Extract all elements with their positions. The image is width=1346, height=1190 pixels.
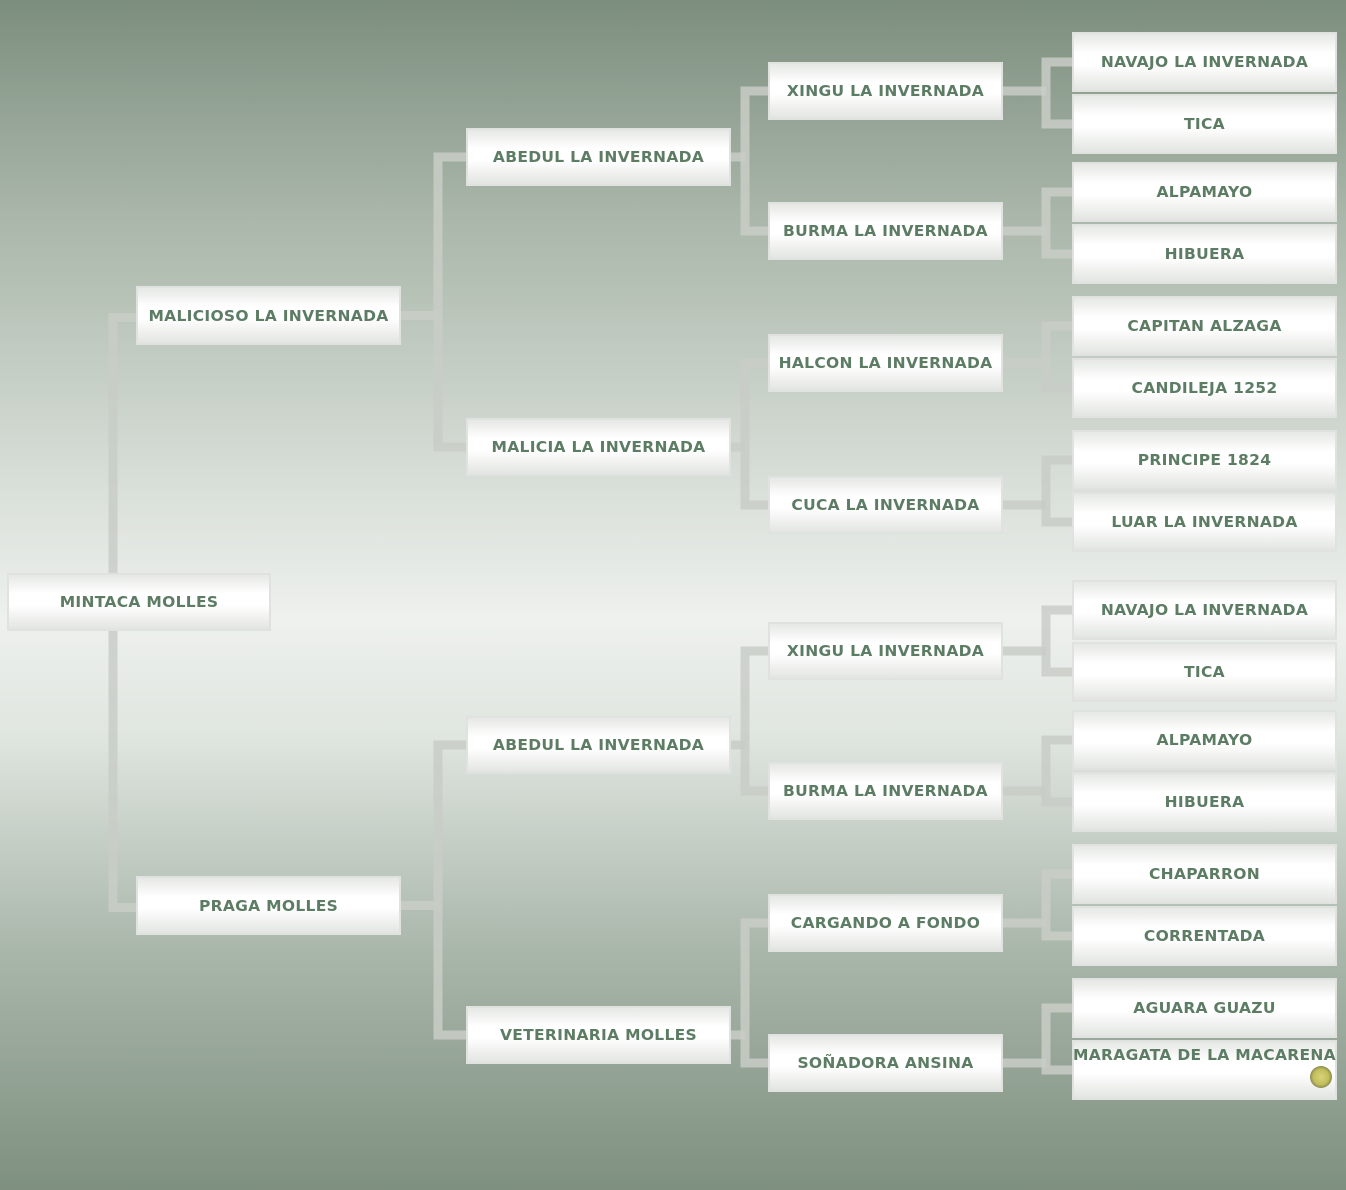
connector [1041,735,1072,807]
horse-name: TICA [1184,115,1225,133]
horse-name: MALICIA LA INVERNADA [491,438,706,456]
horse-name: XINGU LA INVERNADA [786,82,985,100]
horse-name: HALCON LA INVERNADA [778,354,993,372]
sire-box[interactable]: MALICIOSO LA INVERNADA [136,286,401,345]
connector [1041,187,1072,259]
grandparent-box[interactable]: ABEDUL LA INVERNADA [466,128,731,186]
horse-name: NAVAJO LA INVERNADA [1100,601,1309,619]
great-grandparent-box[interactable]: HALCON LA INVERNADA [768,334,1003,392]
horse-name: CUCA LA INVERNADA [791,496,980,514]
great-great-grandparent-box[interactable]: ALPAMAYO [1072,162,1337,222]
horse-name: HIBUERA [1164,793,1245,811]
great-grandparent-box[interactable]: CARGANDO A FONDO [768,894,1003,952]
grandparent-box[interactable]: VETERINARIA MOLLES [466,1006,731,1064]
horse-name: PRAGA MOLLES [198,896,339,915]
great-great-grandparent-box[interactable]: TICA [1072,94,1337,154]
connector [740,646,768,796]
horse-name: BURMA LA INVERNADA [783,782,988,800]
connector [433,152,466,452]
great-great-grandparent-box[interactable]: PRINCIPE 1824 [1072,430,1337,490]
great-grandparent-box[interactable]: XINGU LA INVERNADA [768,622,1003,680]
connector [1041,57,1072,129]
subject-box[interactable]: MINTACA MOLLES [7,573,271,631]
great-great-grandparent-box[interactable]: CHAPARRON [1072,844,1337,904]
grandparent-box[interactable]: MALICIA LA INVERNADA [466,418,731,476]
great-great-grandparent-box[interactable]: CAPITAN ALZAGA [1072,296,1337,356]
horse-name: XINGU LA INVERNADA [786,642,985,660]
connector [1041,869,1072,941]
great-great-grandparent-box[interactable]: AGUARA GUAZU [1072,978,1337,1038]
horse-name: CHAPARRON [1149,865,1260,883]
connector [1041,1003,1072,1075]
seal-icon [1310,1066,1332,1088]
connector [1041,321,1072,393]
connector [1041,605,1072,677]
dam-box[interactable]: PRAGA MOLLES [136,876,401,935]
horse-name: CORRENTADA [1143,927,1266,945]
great-great-grandparent-box[interactable]: HIBUERA [1072,772,1337,832]
great-grandparent-box[interactable]: BURMA LA INVERNADA [768,762,1003,820]
great-great-grandparent-box[interactable]: MARAGATA DE LA MACARENA [1072,1040,1337,1100]
great-grandparent-box[interactable]: SOÑADORA ANSINA [768,1034,1003,1092]
horse-name: MARAGATA DE LA MACARENA [1073,1046,1336,1064]
horse-name: MALICIOSO LA INVERNADA [148,306,389,325]
great-great-grandparent-box[interactable]: HIBUERA [1072,224,1337,284]
great-great-grandparent-box[interactable]: NAVAJO LA INVERNADA [1072,32,1337,92]
horse-name: VETERINARIA MOLLES [499,1026,697,1044]
horse-name: CARGANDO A FONDO [790,914,981,932]
horse-name: PRINCIPE 1824 [1137,451,1272,469]
great-grandparent-box[interactable]: CUCA LA INVERNADA [768,476,1003,534]
horse-name: ABEDUL LA INVERNADA [492,736,705,754]
horse-name: NAVAJO LA INVERNADA [1100,53,1309,71]
connector [1041,455,1072,527]
connector [740,86,768,236]
horse-name: MINTACA MOLLES [59,593,219,611]
horse-name: ALPAMAYO [1156,183,1253,201]
horse-name: SOÑADORA ANSINA [797,1054,974,1072]
horse-name: CAPITAN ALZAGA [1127,317,1282,335]
horse-name: LUAR LA INVERNADA [1111,513,1298,531]
great-great-grandparent-box[interactable]: ALPAMAYO [1072,710,1337,770]
great-great-grandparent-box[interactable]: CORRENTADA [1072,906,1337,966]
horse-name: BURMA LA INVERNADA [783,222,988,240]
great-grandparent-box[interactable]: XINGU LA INVERNADA [768,62,1003,120]
great-great-grandparent-box[interactable]: TICA [1072,642,1337,702]
horse-name: HIBUERA [1164,245,1245,263]
horse-name: ALPAMAYO [1156,731,1253,749]
great-great-grandparent-box[interactable]: LUAR LA INVERNADA [1072,492,1337,552]
great-grandparent-box[interactable]: BURMA LA INVERNADA [768,202,1003,260]
great-great-grandparent-box[interactable]: CANDILEJA 1252 [1072,358,1337,418]
horse-name: TICA [1184,663,1225,681]
connector [433,740,466,1040]
horse-name: ABEDUL LA INVERNADA [492,148,705,166]
horse-name: AGUARA GUAZU [1133,999,1276,1017]
great-great-grandparent-box[interactable]: NAVAJO LA INVERNADA [1072,580,1337,640]
connector [740,918,768,1068]
grandparent-box[interactable]: ABEDUL LA INVERNADA [466,716,731,774]
horse-name: CANDILEJA 1252 [1131,379,1278,397]
connector [740,358,768,510]
